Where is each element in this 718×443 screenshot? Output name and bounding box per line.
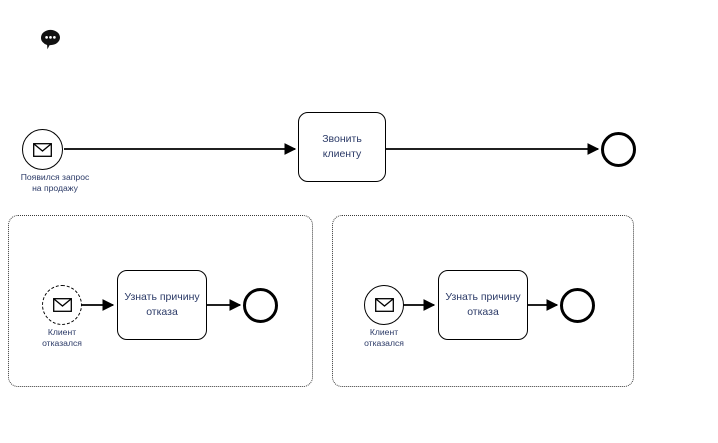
subprocess-left-start-event[interactable] bbox=[42, 285, 82, 325]
subprocess-left-start-event-label: Клиент отказался bbox=[42, 327, 82, 348]
comment-icon[interactable] bbox=[38, 27, 64, 53]
envelope-icon bbox=[33, 142, 52, 157]
subprocess-left-task[interactable]: Узнать причину отказа bbox=[117, 270, 207, 340]
subprocess-left-end-event[interactable] bbox=[243, 288, 278, 323]
main-end-event[interactable] bbox=[601, 132, 636, 167]
envelope-icon bbox=[374, 298, 394, 312]
subprocess-right-task[interactable]: Узнать причину отказа bbox=[438, 270, 528, 340]
subprocess-right-end-event[interactable] bbox=[560, 288, 595, 323]
main-start-event[interactable] bbox=[22, 129, 63, 170]
subprocess-right-start-event-label: Клиент отказался bbox=[364, 327, 404, 348]
envelope-icon bbox=[52, 298, 72, 312]
subprocess-left-panel[interactable] bbox=[8, 215, 313, 387]
task-call-client[interactable]: Звонить клиенту bbox=[298, 112, 386, 182]
main-start-event-label: Появился запрос на продажу bbox=[20, 172, 90, 193]
subprocess-right-start-event[interactable] bbox=[364, 285, 404, 325]
subprocess-right-panel[interactable] bbox=[332, 215, 634, 387]
